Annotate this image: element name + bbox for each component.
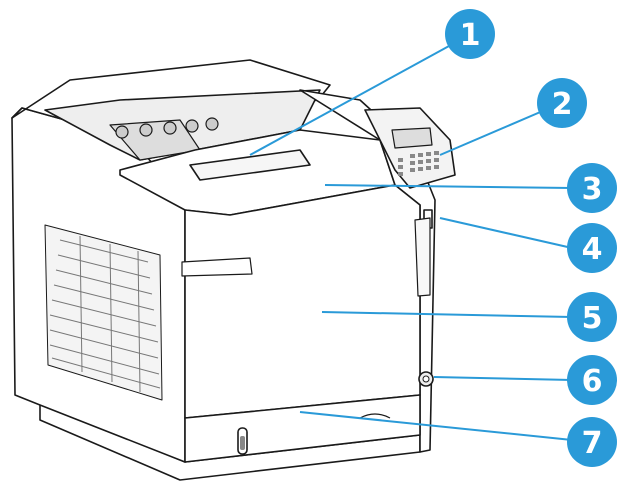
callout-2: 2 xyxy=(537,78,587,128)
leader-lines xyxy=(249,39,573,441)
callout-7: 7 xyxy=(567,417,617,467)
leader-line-2 xyxy=(439,109,546,156)
callout-number-1: 1 xyxy=(460,18,481,53)
control-panel xyxy=(364,107,456,189)
printer-illustration xyxy=(11,59,456,481)
callouts: 1 2 3 4 5 6 7 xyxy=(445,9,617,467)
leader-line-6 xyxy=(433,376,573,381)
leader-line-7 xyxy=(299,411,573,441)
callout-number-3: 3 xyxy=(582,172,603,207)
control-panel-display xyxy=(391,127,433,149)
control-panel-keypad xyxy=(398,151,439,176)
callout-number-2: 2 xyxy=(552,87,573,122)
callout-1: 1 xyxy=(445,9,495,59)
callout-number-5: 5 xyxy=(582,301,603,336)
left-vent-grille xyxy=(44,224,163,401)
output-rollers xyxy=(115,117,219,139)
leader-line-5 xyxy=(321,311,573,318)
leader-line-1 xyxy=(249,39,461,156)
callout-number-6: 6 xyxy=(582,364,603,399)
callout-6: 6 xyxy=(567,355,617,405)
front-door xyxy=(184,184,421,419)
callout-4: 4 xyxy=(567,223,617,273)
callout-number-4: 4 xyxy=(582,232,603,267)
leader-line-3 xyxy=(324,184,573,189)
callout-3: 3 xyxy=(567,163,617,213)
callout-number-7: 7 xyxy=(582,426,603,461)
leader-line-4 xyxy=(439,217,573,249)
callout-5: 5 xyxy=(567,292,617,342)
